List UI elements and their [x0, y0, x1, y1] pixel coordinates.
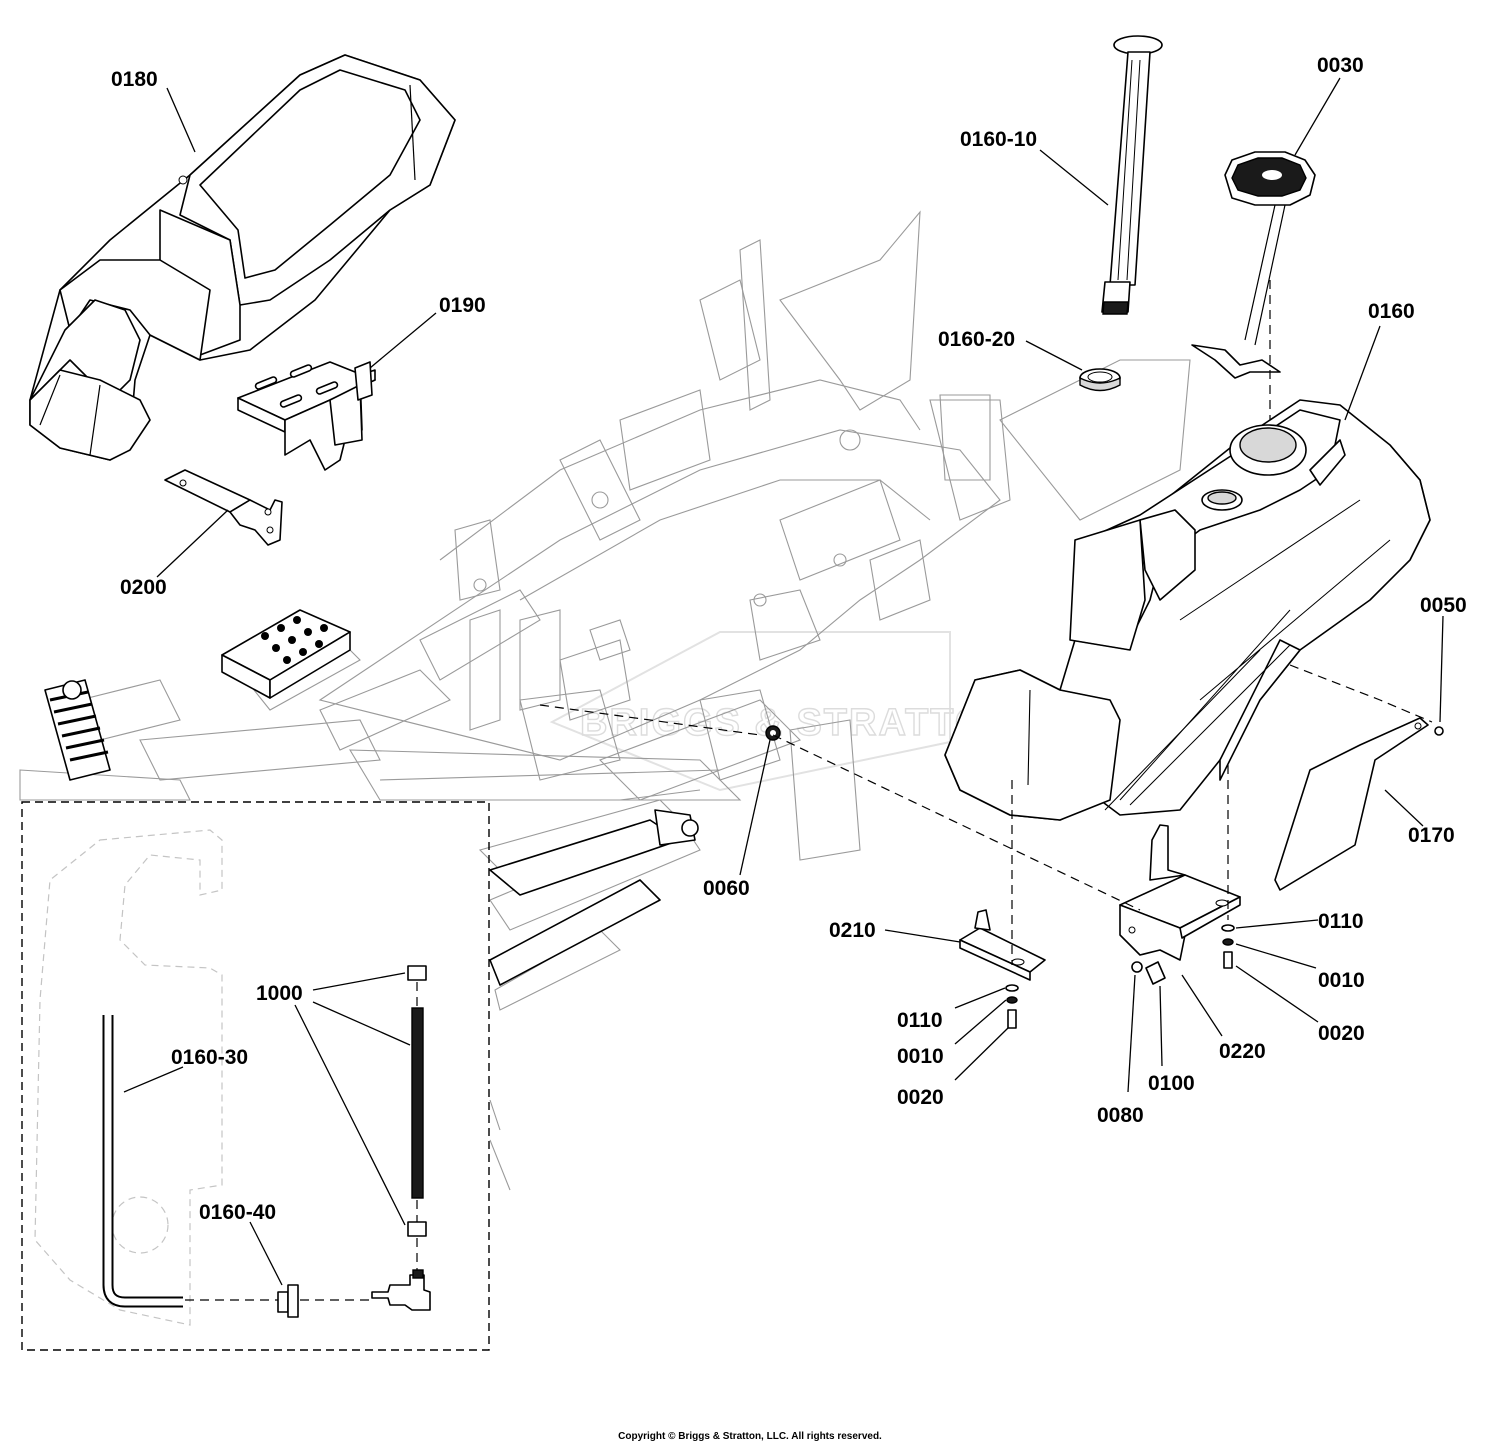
part-0030-fuel-cap [1191, 151, 1316, 379]
part-0160-10-fuel-sender [1101, 35, 1163, 315]
label-0160-20: 0160-20 [938, 328, 1015, 351]
lockwasher-0010-right [1222, 938, 1234, 946]
label-0180: 0180 [111, 68, 158, 91]
assembly-lines [539, 280, 1433, 965]
part-0160-fuel-tank [944, 399, 1431, 821]
copyright-notice: Copyright © Briggs & Stratton, LLC. All … [618, 1431, 882, 1442]
bolt-0100 [1145, 961, 1166, 985]
label-0190: 0190 [439, 294, 486, 317]
label-0210: 0210 [829, 919, 876, 942]
screw-0020-right [1223, 951, 1233, 969]
label-0010-left: 0010 [897, 1045, 944, 1068]
label-0020-left: 0020 [897, 1086, 944, 1109]
label-0080: 0080 [1097, 1104, 1144, 1127]
part-0160-20-grommet [1079, 368, 1121, 392]
label-0160: 0160 [1368, 300, 1415, 323]
label-0220: 0220 [1219, 1040, 1266, 1063]
part-0180-console [29, 54, 456, 461]
label-0020-right: 0020 [1318, 1022, 1365, 1045]
label-0200: 0200 [120, 576, 167, 599]
label-0100: 0100 [1148, 1072, 1195, 1095]
label-0160-30: 0160-30 [171, 1046, 248, 1069]
label-0110-right: 0110 [1318, 910, 1364, 933]
part-labels: 0180 0190 0200 0160-10 0030 0160-20 0160… [111, 54, 1467, 1224]
part-0160-40-valve [185, 1284, 370, 1318]
washer-0080 [1131, 961, 1143, 973]
label-0030: 0030 [1317, 54, 1364, 77]
watermark: BRIGGS & STRATTON [549, 631, 1015, 792]
label-1000: 1000 [256, 982, 303, 1005]
label-0060: 0060 [703, 877, 750, 900]
shock-absorber [44, 679, 111, 781]
washer-0110-right [1221, 924, 1235, 932]
part-0210-bracket [959, 909, 1046, 981]
fasteners-left [1005, 984, 1019, 1029]
part-1000-hose [371, 965, 431, 1311]
part-0060-nut [765, 725, 781, 741]
suspension-arm [489, 809, 699, 1191]
part-0170-shield [1274, 717, 1429, 891]
fasteners-right [1131, 924, 1235, 985]
label-0010-right: 0010 [1318, 969, 1365, 992]
label-0050: 0050 [1420, 594, 1467, 617]
label-0110-left: 0110 [897, 1009, 943, 1032]
part-0220-bracket [1119, 824, 1241, 961]
leader-lines [123, 77, 1444, 1286]
foot-plate [221, 609, 351, 699]
label-0160-10: 0160-10 [960, 128, 1037, 151]
part-0160-30-pipe [102, 1015, 183, 1308]
part-0190-bracket [237, 361, 376, 471]
part-0050-screw [1434, 726, 1444, 736]
label-0170: 0170 [1408, 824, 1455, 847]
label-0160-40: 0160-40 [199, 1201, 276, 1224]
part-0200-bracket [164, 469, 283, 546]
